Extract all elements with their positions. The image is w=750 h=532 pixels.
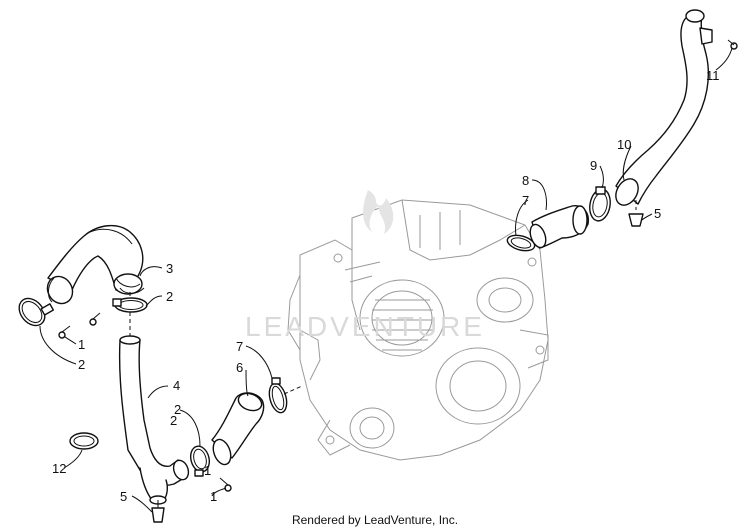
callout-10: 10 bbox=[617, 137, 631, 152]
flame-icon bbox=[363, 190, 394, 234]
callout-8: 8 bbox=[522, 173, 529, 188]
watermark-text: LEADVENTURE bbox=[245, 311, 485, 342]
callout-6: 6 bbox=[236, 360, 243, 375]
callout-1: 1 bbox=[210, 489, 217, 504]
callout-9: 9 bbox=[590, 158, 597, 173]
leader-lines bbox=[39, 47, 733, 513]
part-8-elbow-hose bbox=[529, 205, 589, 249]
callout-4: 4 bbox=[173, 378, 180, 393]
part-2-hose-clamp-mid bbox=[112, 297, 148, 313]
part-3-upper-elbow-hose bbox=[46, 225, 145, 305]
assembly-line bbox=[283, 385, 303, 395]
part-11-screw bbox=[727, 39, 738, 50]
engine-block bbox=[287, 199, 549, 461]
part-4-coolant-pipe bbox=[118, 335, 190, 505]
render-credit: Rendered by LeadVenture, Inc. bbox=[291, 513, 459, 527]
part-5-bolt-right bbox=[628, 213, 644, 227]
callout-12: 12 bbox=[52, 461, 66, 476]
callout-5: 5 bbox=[120, 489, 127, 504]
callout-2: 2 bbox=[78, 357, 85, 372]
callout-7: 7 bbox=[236, 339, 243, 354]
part-6-short-elbow-hose bbox=[211, 392, 265, 466]
part-7-hose-clamp-right bbox=[506, 234, 536, 252]
callout-2: 2 bbox=[170, 413, 177, 428]
part-1-screw-left-b bbox=[89, 312, 101, 326]
part-5-bolt-lower bbox=[151, 500, 165, 523]
part-7-hose-clamp-engine bbox=[268, 377, 288, 414]
part-12-snap-ring bbox=[69, 432, 99, 450]
part-2-hose-clamp-left bbox=[18, 297, 55, 327]
part-9-hose-clamp bbox=[589, 186, 611, 222]
part-2-hose-clamp-lower bbox=[189, 445, 211, 477]
callout-2: 2 bbox=[174, 402, 181, 417]
callout-11: 11 bbox=[706, 68, 720, 83]
part-1-screw-left-a bbox=[58, 325, 71, 339]
callout-5: 5 bbox=[654, 206, 661, 221]
callout-3: 3 bbox=[166, 261, 173, 276]
callout-1: 1 bbox=[78, 337, 85, 352]
callout-7: 7 bbox=[522, 193, 529, 208]
callout-labels: 3 2 1 2 4 2 1 5 12 7 6 8 7 9 10 5 11 1 2 bbox=[52, 68, 720, 504]
watermark: LEADVENTURE bbox=[245, 190, 485, 342]
callout-2: 2 bbox=[166, 289, 173, 304]
part-10-upper-pipe bbox=[615, 9, 713, 206]
callout-1: 1 bbox=[204, 463, 211, 478]
